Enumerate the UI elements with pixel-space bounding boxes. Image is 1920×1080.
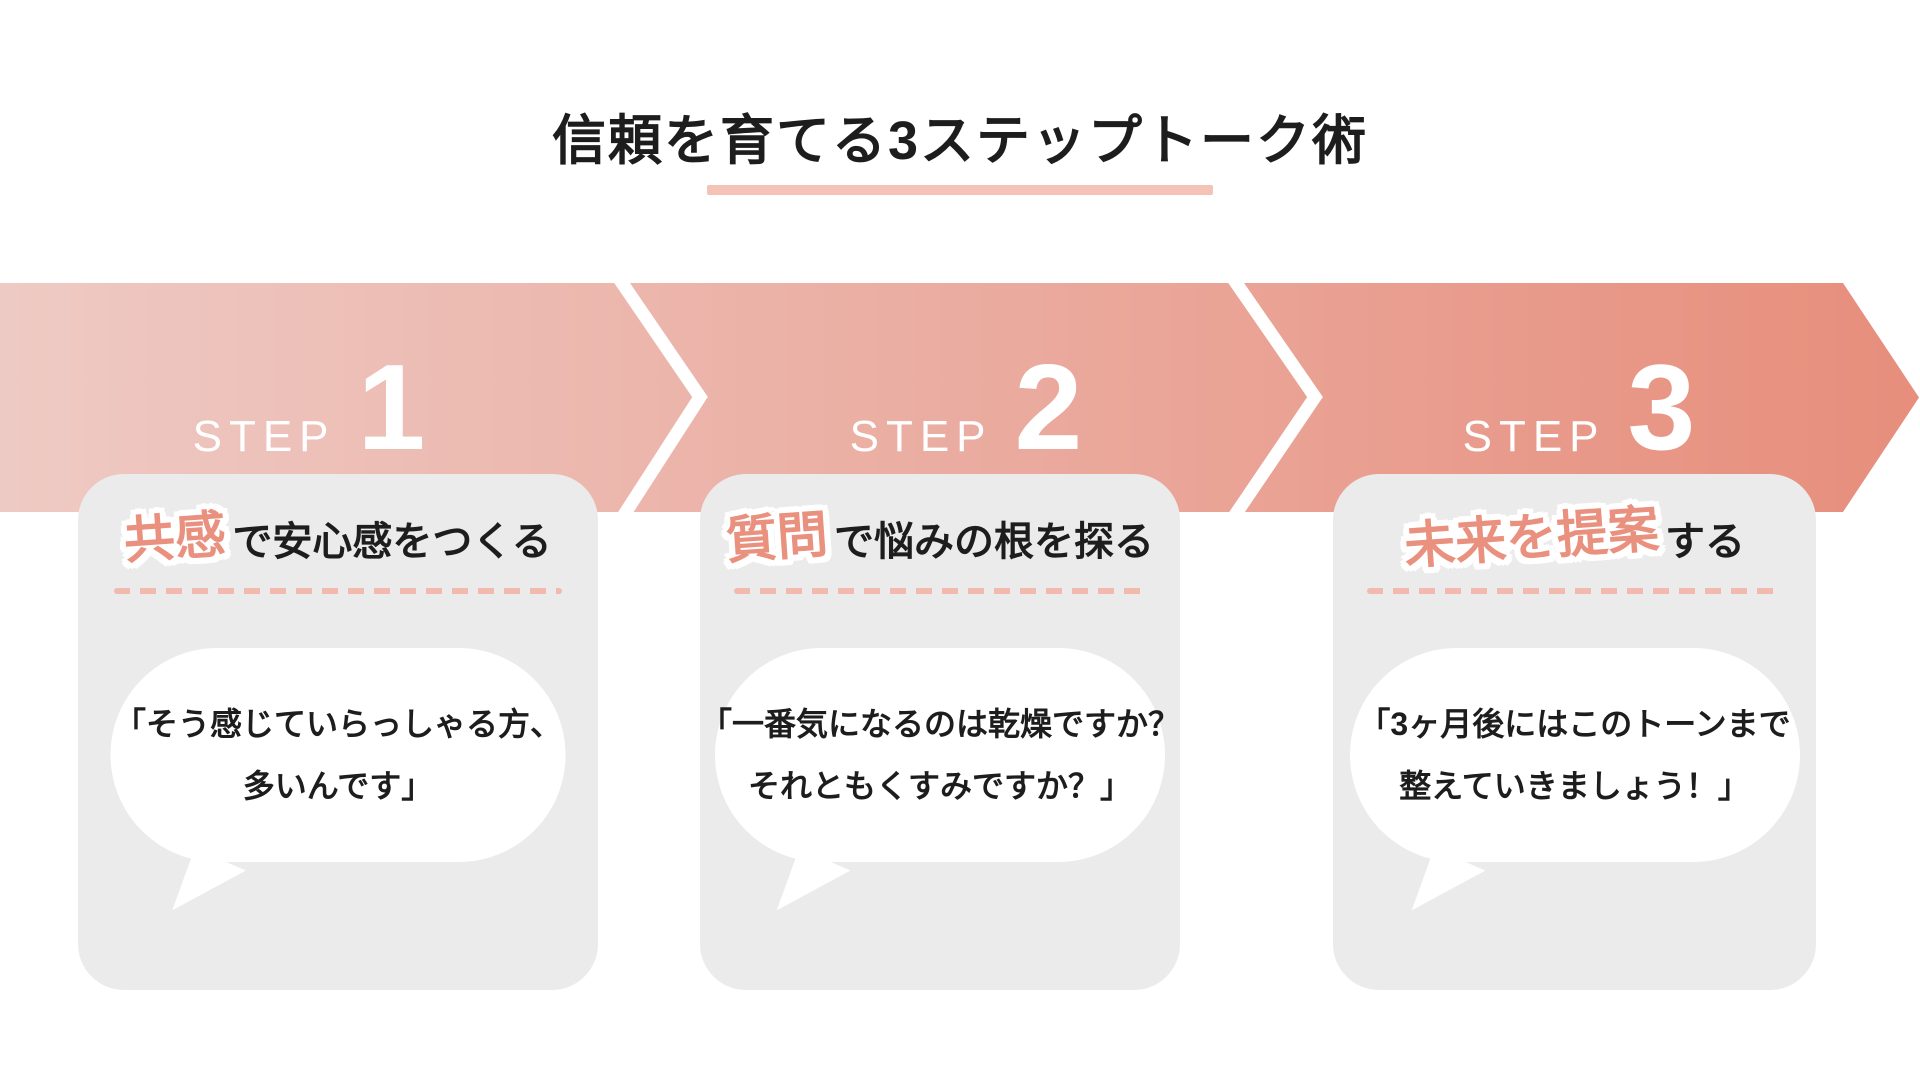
page-title: 信頼を育てる3ステップトーク術 bbox=[551, 111, 1369, 171]
step-1-speech-bubble: 「そう感じていらっしゃる方、 多いんです」 bbox=[110, 648, 566, 862]
step-2-quote-line-1: 「一番気になるのは乾燥ですか？ bbox=[700, 705, 1181, 742]
step-1-label: STEP 1 bbox=[0, 283, 618, 512]
step-2-heading-rest: で悩みの根を探る bbox=[834, 520, 1154, 564]
step-3-heading: 未来を提案する bbox=[1333, 500, 1816, 575]
step-3-bubble-tail bbox=[1408, 846, 1486, 917]
step-2-heading: 質問で悩みの根を探る bbox=[700, 506, 1180, 574]
step-3-quote-line-2: 整えていきましょう！」 bbox=[1399, 768, 1750, 804]
step-3-label: STEP 3 bbox=[1315, 283, 1843, 512]
title-underline bbox=[707, 185, 1213, 195]
step-1-number: 1 bbox=[357, 338, 426, 475]
step-1-bubble-tail bbox=[169, 846, 247, 917]
step-1-dashed-rule bbox=[114, 588, 562, 594]
step-3-number: 3 bbox=[1627, 338, 1696, 475]
step-3-heading-rest: する bbox=[1665, 520, 1745, 564]
step-2-number: 2 bbox=[1014, 338, 1083, 475]
step-2-heading-highlight: 質問 bbox=[724, 505, 830, 570]
chevron-separator-1 bbox=[614, 283, 708, 512]
step-1-card: 共感で安心感をつくる 「そう感じていらっしゃる方、 多いんです」 bbox=[78, 474, 598, 990]
arrow-band-shape bbox=[0, 283, 1919, 512]
step-2-quote-line-2: それともくすみですか？」 bbox=[747, 768, 1132, 804]
chevron-separator-2 bbox=[1228, 283, 1323, 512]
step-1-word: STEP bbox=[192, 411, 336, 461]
step-2-dashed-rule bbox=[733, 588, 1147, 594]
step-1-quote-line-1: 「そう感じていらっしゃる方、 bbox=[113, 705, 562, 742]
step-2-bubble-tail bbox=[774, 846, 852, 917]
step-3-dashed-rule bbox=[1366, 588, 1783, 594]
step-2-label: STEP 2 bbox=[700, 283, 1232, 512]
step-2-speech-bubble: 「一番気になるのは乾燥ですか？ それともくすみですか？」 bbox=[700, 648, 1180, 862]
step-2-card: 質問で悩みの根を探る 「一番気になるのは乾燥ですか？ それともくすみですか？」 bbox=[700, 474, 1180, 990]
step-1-heading: 共感で安心感をつくる bbox=[78, 506, 598, 574]
step-1-heading-highlight: 共感 bbox=[122, 505, 229, 570]
step-3-quote-line-1: 「3ヶ月後にはこのトーンまで bbox=[1358, 705, 1791, 742]
step-3-heading-highlight: 未来を提案 bbox=[1402, 500, 1661, 575]
step-3-card: 未来を提案する 「3ヶ月後にはこのトーンまで 整えていきましょう！」 bbox=[1333, 474, 1816, 990]
step-2-word: STEP bbox=[849, 411, 993, 461]
arrow-body bbox=[0, 283, 1919, 512]
step-1-quote-line-2: 多いんです」 bbox=[242, 768, 434, 804]
step-arrow-band: STEP 1 STEP 2 STEP 3 bbox=[0, 283, 1920, 512]
step-3-speech-bubble: 「3ヶ月後にはこのトーンまで 整えていきましょう！」 bbox=[1349, 648, 1800, 862]
step-1-heading-rest: で安心感をつくる bbox=[232, 520, 552, 564]
step-3-word: STEP bbox=[1462, 411, 1606, 461]
